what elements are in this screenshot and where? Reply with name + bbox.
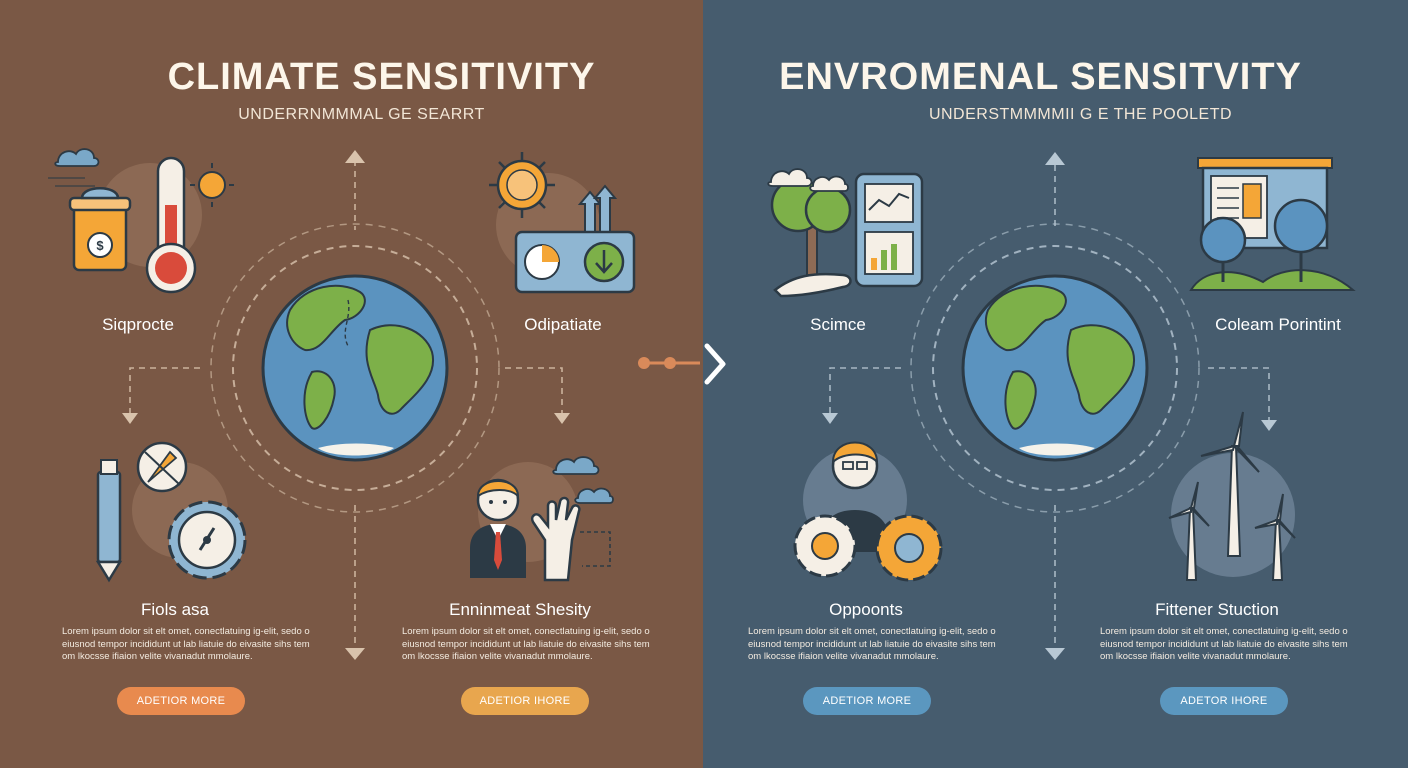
hand-icon [531, 496, 581, 582]
dashboard-icon [514, 230, 636, 294]
svg-text:$: $ [96, 238, 104, 253]
card-title: Oppoonts [829, 600, 903, 619]
card-body: Lorem ipsum dolor sit elt omet, conectla… [402, 626, 650, 662]
cloud-icon [54, 148, 100, 167]
billboard-icon [1189, 157, 1356, 291]
arrow-down-icon [345, 648, 365, 660]
icon-label: Siqprocte [102, 315, 174, 334]
card-body: Lorem ipsum dolor sit elt omet, conectla… [62, 626, 310, 662]
connector-lines [829, 165, 1270, 648]
page-subtitle: UNDERSTMMMMII G E THE POOLETD [928, 106, 1233, 123]
sun-icon [489, 152, 555, 218]
connector-lines [129, 160, 563, 650]
gear-icon [793, 514, 857, 578]
card-title: Fiols asa [140, 600, 210, 619]
card-title: Fittener Stuction [1155, 600, 1279, 619]
compass-icon [136, 441, 188, 493]
tablet-chart-icon [854, 172, 924, 288]
page-title: CLIMATE SENSITIVITY [167, 56, 596, 98]
person-icon [470, 478, 526, 578]
thermometer-icon [145, 156, 197, 294]
learn-more-button[interactable]: ADETOR IHORE [1160, 687, 1288, 715]
page-subtitle: UNDERRNMMMAL GE SEARRT [238, 106, 485, 123]
card-title: Enninmeat Shesity [449, 600, 591, 619]
learn-more-button[interactable]: ADETIOR MORE [117, 687, 245, 715]
climate-illustration: $ [48, 148, 700, 660]
page-title: ENVROMENAL SENSITVITY [779, 56, 1302, 98]
icon-label: Scimce [810, 315, 866, 334]
learn-more-button[interactable]: ADETIOR MORE [803, 687, 931, 715]
arrow-up-icon [345, 150, 365, 163]
icon-label: Coleam Porintint [1215, 315, 1341, 334]
chevron-right-icon [704, 343, 726, 385]
money-jar-icon: $ [68, 187, 132, 272]
earth-globe-icon [261, 274, 449, 462]
climate-panel: $ [0, 0, 703, 768]
cloud-icon [552, 456, 614, 504]
arrow-connector-icon [638, 357, 700, 369]
wind-turbine-icon [1168, 411, 1296, 581]
pencil-icon [95, 459, 123, 583]
gear-icon [875, 514, 943, 582]
learn-more-button[interactable]: ADETIOR IHORE [461, 687, 589, 715]
sun-icon [190, 163, 234, 207]
earth-globe-icon [961, 274, 1149, 462]
tree-icon [770, 177, 852, 298]
cloud-icon [767, 168, 849, 192]
icon-label: Odipatiate [524, 315, 602, 334]
environmental-panel: ENVROMENAL SENSITVITY UNDERSTMMMMII G E … [703, 0, 1408, 768]
card-body: Lorem ipsum dolor sit elt omet, conectla… [1100, 626, 1348, 662]
gear-icon [167, 500, 247, 580]
card-body: Lorem ipsum dolor sit elt omet, conectla… [748, 626, 996, 662]
environmental-illustration [704, 152, 1356, 660]
